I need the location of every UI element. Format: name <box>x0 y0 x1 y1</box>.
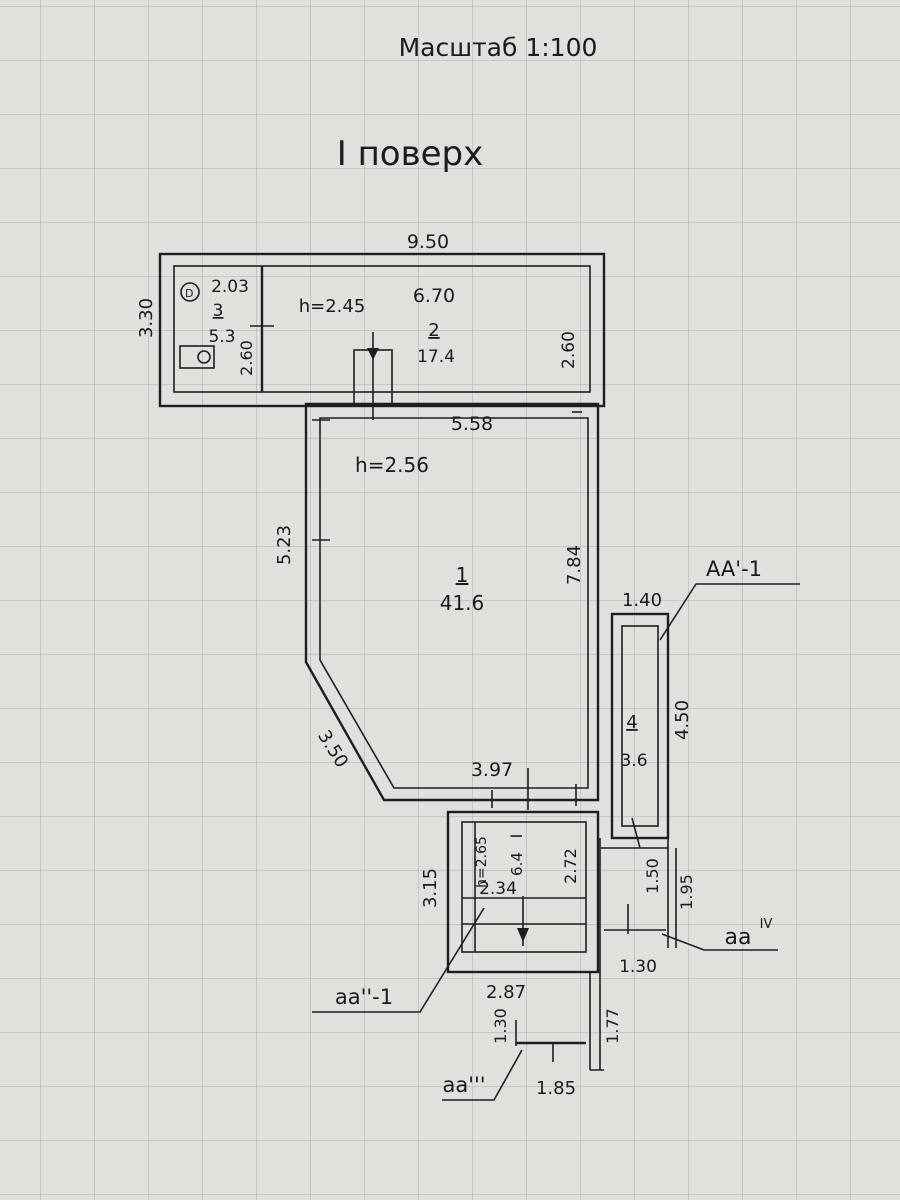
room3-number: 3 <box>213 301 224 321</box>
bottom-porch-walls <box>589 972 604 1071</box>
room1-bottom-wall: 3.97 <box>471 759 513 781</box>
room1-left-wall: 5.23 <box>274 525 295 565</box>
room4-length: 4.50 <box>672 700 693 740</box>
leader-aa2 <box>312 907 485 1013</box>
stair-number: I <box>507 834 526 839</box>
boiler-icon-label: D <box>185 287 193 300</box>
room4-area: 3.6 <box>620 751 647 771</box>
stair-arrow-head <box>517 928 529 942</box>
room1-area: 41.6 <box>440 591 485 615</box>
bottom-porch-width: 2.87 <box>486 982 526 1003</box>
room1-inner-wall <box>319 417 589 789</box>
stair-inner-width: 2.34 <box>479 879 517 899</box>
top-block-inner-wall <box>173 265 591 393</box>
floor-title: I поверх <box>337 134 484 174</box>
room1-right-wall: 7.84 <box>564 545 585 585</box>
bottom-porch-outer-depth: 1.77 <box>603 1008 622 1044</box>
stair-inner-depth: 2.72 <box>561 848 580 884</box>
stair-height: h=2.65 <box>474 836 490 888</box>
room2-length: 6.70 <box>413 285 455 307</box>
right-porch-width: 1.30 <box>619 957 657 977</box>
right-porch-walls <box>599 838 677 972</box>
room1-top-wall: 5.58 <box>451 413 493 435</box>
door-arrow-head <box>367 348 379 360</box>
outer-top-width: 9.50 <box>407 231 449 253</box>
room2-number: 2 <box>428 320 439 341</box>
stair-outer-wall <box>446 810 600 974</box>
room2-depth: 2.60 <box>559 331 579 369</box>
right-porch-outer-depth: 1.95 <box>677 874 696 910</box>
room2-area: 17.4 <box>417 347 455 367</box>
room4-width: 1.40 <box>622 590 662 611</box>
room1-outer-wall <box>304 402 600 802</box>
room3-area: 5.3 <box>208 327 235 347</box>
bottom-porch-depth: 1.30 <box>491 1008 510 1044</box>
stair-area: 6.4 <box>508 852 526 876</box>
toilet-icon <box>179 345 215 369</box>
leader-aa1 <box>659 583 800 641</box>
room3-width: 2.03 <box>211 277 249 297</box>
stair-inner-wall <box>461 821 587 953</box>
annotation-aa2: aa''-1 <box>335 985 393 1009</box>
room4-door-tick <box>631 817 641 849</box>
boiler-icon <box>180 282 200 302</box>
top-block-outer-wall <box>158 252 606 408</box>
annotation-aa4: aa <box>725 925 752 950</box>
right-porch-depth: 1.50 <box>643 858 662 894</box>
outer-left-height: 3.30 <box>136 298 157 338</box>
leader-aa3 <box>442 1049 523 1101</box>
room3-depth: 2.60 <box>237 340 256 376</box>
room4-outer-wall <box>610 612 670 840</box>
scale-label: Масштаб 1:100 <box>399 33 598 62</box>
room2-height: h=2.45 <box>299 296 366 317</box>
annotation-aa3: aa''' <box>442 1073 485 1097</box>
annotation-aa4-superscript: IV <box>760 917 773 932</box>
room4-inner-wall <box>621 625 659 827</box>
room4-number: 4 <box>626 712 637 733</box>
room1-height: h=2.56 <box>355 453 429 477</box>
leader-aa4 <box>661 933 778 951</box>
room1-number: 1 <box>456 563 469 587</box>
stair-outer-depth: 3.15 <box>420 868 441 908</box>
toilet-bowl-icon <box>197 350 211 364</box>
bottom-porch-step: 1.85 <box>536 1078 576 1099</box>
annotation-aa1: AA'-1 <box>706 557 762 581</box>
